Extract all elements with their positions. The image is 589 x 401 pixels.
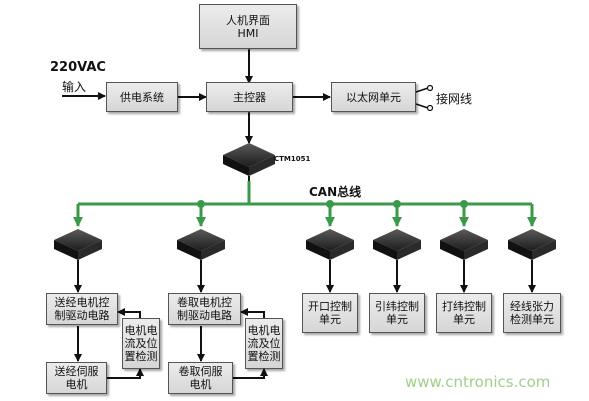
takeup-servo-motor-box: 卷取伺服 电机	[168, 362, 233, 394]
bus-drop-2	[196, 200, 206, 227]
weft-insertion-control-unit-label: 引纬控制 单元	[375, 300, 419, 326]
hmi-box: 人机界面 HMI	[199, 4, 297, 49]
main-controller-label: 主控器	[233, 90, 266, 104]
weft-insertion-control-unit-box: 引纬控制 单元	[369, 293, 425, 333]
transceiver-main-chip	[223, 143, 275, 181]
shedding-control-unit-box: 开口控制 单元	[302, 293, 358, 333]
transceiver-label: CTM1051	[274, 155, 311, 163]
feed-servo-motor-box: 送经伺服 电机	[46, 362, 107, 394]
hmi-label: 人机界面 HMI	[226, 13, 270, 40]
feed-drive-circuit-box: 送经电机控 制驱动电路	[46, 293, 118, 325]
beating-control-unit-label: 打纬控制 单元	[442, 300, 486, 326]
feed-motor-detect-box: 电机电 流及位 置检测	[122, 318, 160, 369]
transceiver-chip-1	[54, 229, 102, 272]
ethernet-unit-label: 以太网单元	[346, 90, 401, 104]
transceiver-chip-4	[373, 229, 421, 272]
power-input-label: 输入	[62, 80, 87, 94]
power-system-box: 供电系统	[106, 82, 178, 112]
network-label: 接网线	[436, 92, 473, 106]
network-port-top	[426, 84, 434, 92]
transceiver-chip-2	[177, 229, 225, 272]
network-line-top	[415, 87, 429, 93]
takeup-motor-detect-box: 电机电 流及位 置检测	[245, 318, 283, 369]
bus-drop-4	[392, 200, 402, 227]
feed-servo-motor-label: 送经伺服 电机	[54, 365, 99, 391]
network-line-bottom	[415, 103, 429, 109]
takeup-motor-detect-label: 电机电 流及位 置检测	[247, 324, 281, 363]
transceiver-chip-5	[440, 229, 488, 272]
feedback-loop-1	[74, 308, 144, 379]
feed-motor-detect-label: 电机电 流及位 置检测	[124, 324, 158, 363]
takeup-drive-circuit-label: 卷取电机控 制驱动电路	[177, 296, 232, 322]
shedding-control-unit-label: 开口控制 单元	[308, 300, 352, 326]
beating-control-unit-box: 打纬控制 单元	[436, 293, 492, 333]
can-bus-label: CAN总线	[309, 185, 362, 199]
feedback-loop-2	[197, 308, 268, 379]
bus-drop-5	[459, 200, 469, 227]
transceiver-chip-3	[306, 229, 354, 272]
ethernet-unit-box: 以太网单元	[331, 82, 416, 112]
bus-drop-3	[325, 200, 335, 227]
feed-drive-circuit-label: 送经电机控 制驱动电路	[54, 296, 110, 322]
warp-tension-detect-unit-label: 经线张力 检测单元	[510, 300, 554, 326]
power-system-label: 供电系统	[120, 90, 164, 104]
warp-tension-detect-unit-box: 经线张力 检测单元	[503, 293, 561, 333]
network-port-bottom	[426, 104, 434, 112]
takeup-drive-circuit-box: 卷取电机控 制驱动电路	[168, 293, 241, 325]
main-controller-box: 主控器	[206, 82, 293, 112]
transceiver-chip-6	[508, 229, 556, 272]
watermark: www.cntronics.com	[405, 373, 551, 391]
takeup-servo-motor-label: 卷取伺服 电机	[178, 365, 223, 391]
power-voltage-label: 220VAC	[50, 60, 106, 75]
